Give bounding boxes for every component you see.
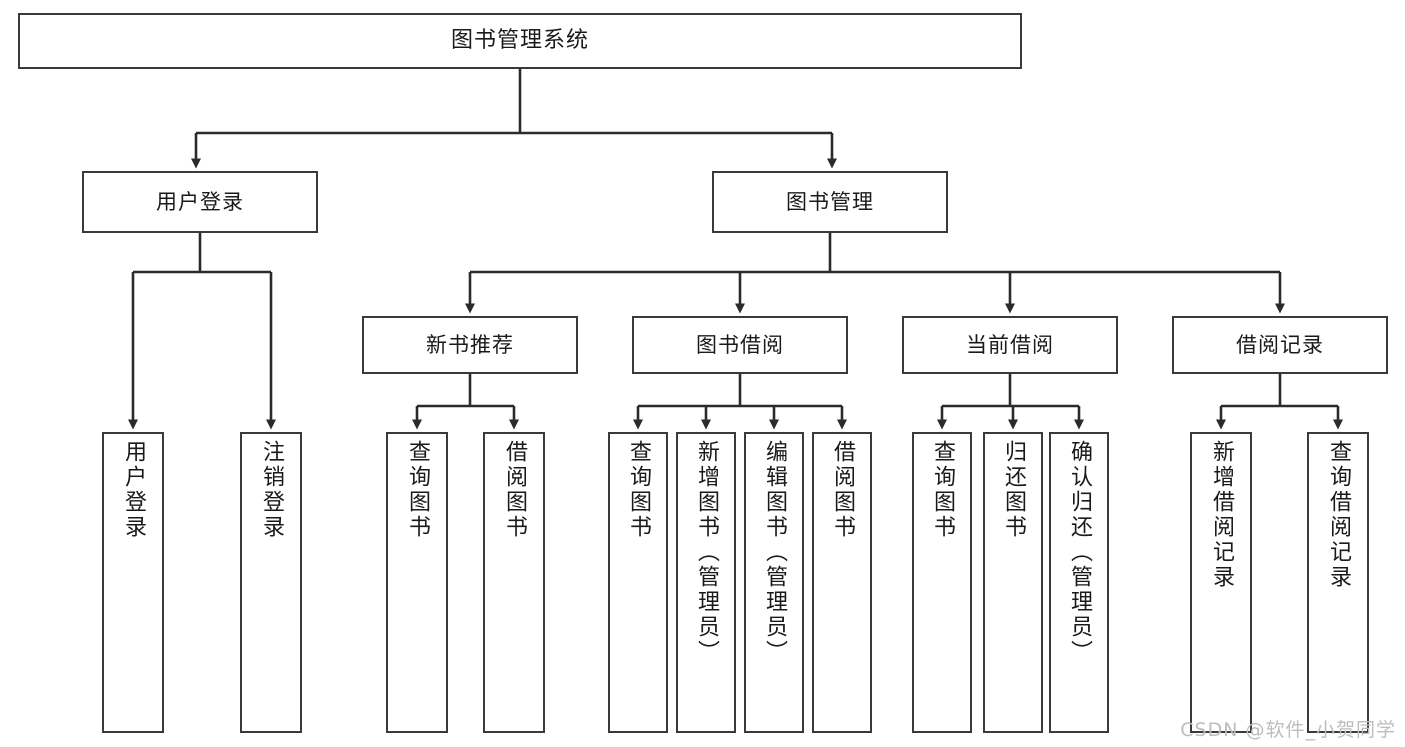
node-book-manage[interactable]: 图书管理: [712, 171, 948, 233]
node-leaf-query-book-borrow-label: 查询图书: [625, 440, 651, 540]
node-leaf-query-borrow-record[interactable]: 查询借阅记录: [1307, 432, 1369, 733]
node-user-login-label: 用户登录: [156, 189, 244, 214]
node-leaf-add-book-label: 新增图书（管理员）: [693, 440, 719, 665]
node-borrow-record-label: 借阅记录: [1236, 332, 1324, 357]
node-leaf-edit-book-label: 编辑图书（管理员）: [761, 440, 787, 665]
node-leaf-query-borrow-record-label: 查询借阅记录: [1325, 440, 1351, 590]
node-leaf-edit-book[interactable]: 编辑图书（管理员）: [744, 432, 804, 733]
node-leaf-return-book[interactable]: 归还图书: [983, 432, 1043, 733]
node-leaf-user-login[interactable]: 用户登录: [102, 432, 164, 733]
node-leaf-confirm-return-label: 确认归还（管理员）: [1066, 440, 1092, 665]
node-root[interactable]: 图书管理系统: [18, 13, 1022, 69]
node-leaf-borrow-book-label: 借阅图书: [829, 440, 855, 540]
node-leaf-query-book-borrow[interactable]: 查询图书: [608, 432, 668, 733]
node-leaf-confirm-return[interactable]: 确认归还（管理员）: [1049, 432, 1109, 733]
node-book-borrow[interactable]: 图书借阅: [632, 316, 848, 374]
node-book-manage-label: 图书管理: [786, 189, 874, 214]
node-leaf-add-book[interactable]: 新增图书（管理员）: [676, 432, 736, 733]
node-leaf-user-login-label: 用户登录: [120, 440, 146, 540]
node-borrow-record[interactable]: 借阅记录: [1172, 316, 1388, 374]
node-leaf-logout-label: 注销登录: [258, 440, 284, 540]
node-leaf-query-book-current-label: 查询图书: [929, 440, 955, 540]
node-leaf-borrow-book-recommend[interactable]: 借阅图书: [483, 432, 545, 733]
watermark-text: CSDN @软件_小贺同学: [1180, 719, 1396, 741]
node-leaf-query-book-current[interactable]: 查询图书: [912, 432, 972, 733]
node-user-login[interactable]: 用户登录: [82, 171, 318, 233]
node-current-borrow[interactable]: 当前借阅: [902, 316, 1118, 374]
node-new-book-recommend-label: 新书推荐: [426, 332, 514, 357]
node-leaf-logout[interactable]: 注销登录: [240, 432, 302, 733]
node-leaf-add-borrow-record-label: 新增借阅记录: [1208, 440, 1234, 590]
node-leaf-borrow-book[interactable]: 借阅图书: [812, 432, 872, 733]
node-book-borrow-label: 图书借阅: [696, 332, 784, 357]
node-leaf-query-book-recommend-label: 查询图书: [404, 440, 430, 540]
node-leaf-borrow-book-recommend-label: 借阅图书: [501, 440, 527, 540]
node-leaf-query-book-recommend[interactable]: 查询图书: [386, 432, 448, 733]
node-current-borrow-label: 当前借阅: [966, 332, 1054, 357]
node-root-label: 图书管理系统: [450, 28, 589, 54]
node-leaf-return-book-label: 归还图书: [1000, 440, 1026, 540]
node-new-book-recommend[interactable]: 新书推荐: [362, 316, 578, 374]
node-leaf-add-borrow-record[interactable]: 新增借阅记录: [1190, 432, 1252, 733]
